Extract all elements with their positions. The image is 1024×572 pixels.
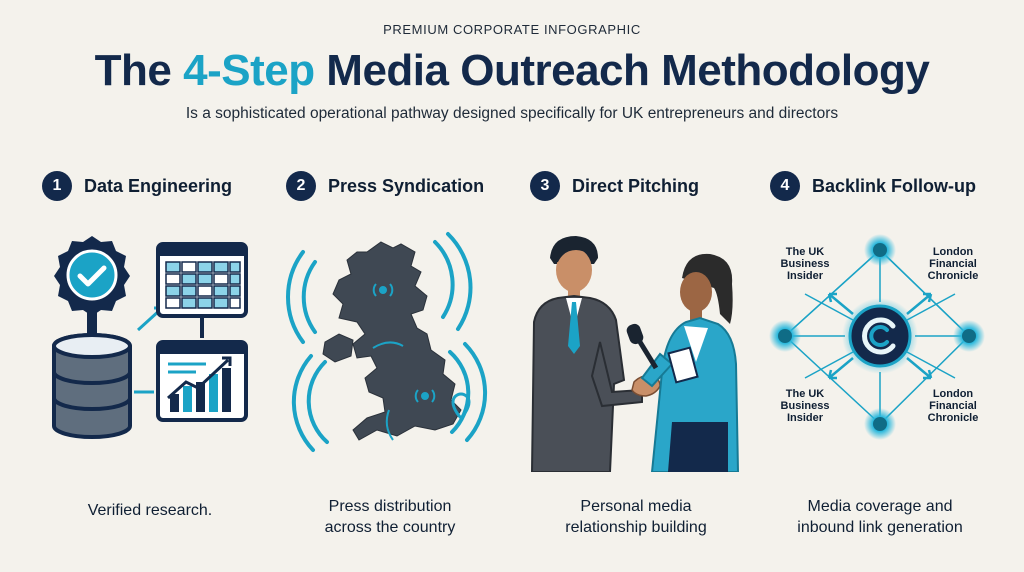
spreadsheet-icon [156, 242, 248, 318]
step-1-label: Data Engineering [84, 175, 233, 196]
step-1-caption: Verified research. [87, 502, 213, 519]
uk-map-illustration [286, 232, 488, 452]
title-prefix: The [94, 46, 184, 95]
step-4-header: 4 Backlink Follow-up [770, 170, 976, 202]
step-1-header: 1 Data Engineering [42, 170, 232, 202]
step-4-label: Backlink Follow-up [812, 175, 977, 196]
broadcast-icon [372, 283, 436, 403]
publication-label-top-left: The UK Business Insider [780, 246, 830, 282]
step-3-number: 3 [530, 171, 560, 201]
step-3-header: 3 Direct Pitching [530, 170, 699, 202]
signal-waves-icon [286, 232, 488, 452]
step-3-label: Direct Pitching [572, 175, 700, 196]
publication-label-bottom-left: The UK Business Insider [780, 388, 830, 424]
businessman-figure [530, 236, 643, 472]
journalist-figure [640, 253, 740, 472]
data-engineering-illustration [52, 236, 248, 439]
step-1-number: 1 [42, 171, 72, 201]
microphone-icon [626, 323, 659, 370]
step-2-caption: Press distribution across the country [324, 498, 456, 536]
verified-badge-icon [54, 236, 130, 334]
analytics-chart-icon [156, 340, 248, 422]
step-4-number: 4 [770, 171, 800, 201]
central-brand-icon [842, 298, 918, 374]
publication-label-bottom-right: London Financial Chronicle [927, 388, 979, 424]
page-title: The 4-Step Media Outreach Methodology [0, 46, 1024, 96]
arrow-icon [136, 308, 162, 332]
step-2-number: 2 [286, 171, 316, 201]
page-subtitle: Is a sophisticated operational pathway d… [185, 105, 839, 122]
step-4-caption: Media coverage and inbound link generati… [797, 498, 963, 536]
title-accent: 4-Step [183, 46, 315, 95]
step-2-header: 2 Press Syndication [286, 170, 484, 202]
step-2-label: Press Syndication [328, 175, 485, 196]
backlink-network-illustration [769, 234, 985, 440]
uk-silhouette-icon [322, 241, 462, 441]
network-arrows [827, 292, 933, 380]
publication-label-top-right: London Financial Chronicle [927, 246, 979, 282]
location-pin-icon [451, 392, 471, 421]
database-icon [52, 333, 132, 439]
direct-pitching-illustration [530, 236, 740, 472]
title-suffix: Media Outreach Methodology [314, 46, 930, 95]
infographic-kicker: PREMIUM CORPORATE INFOGRAPHIC [383, 22, 641, 37]
step-3-caption: Personal media relationship building [565, 498, 707, 536]
network-node-icon [769, 234, 985, 440]
